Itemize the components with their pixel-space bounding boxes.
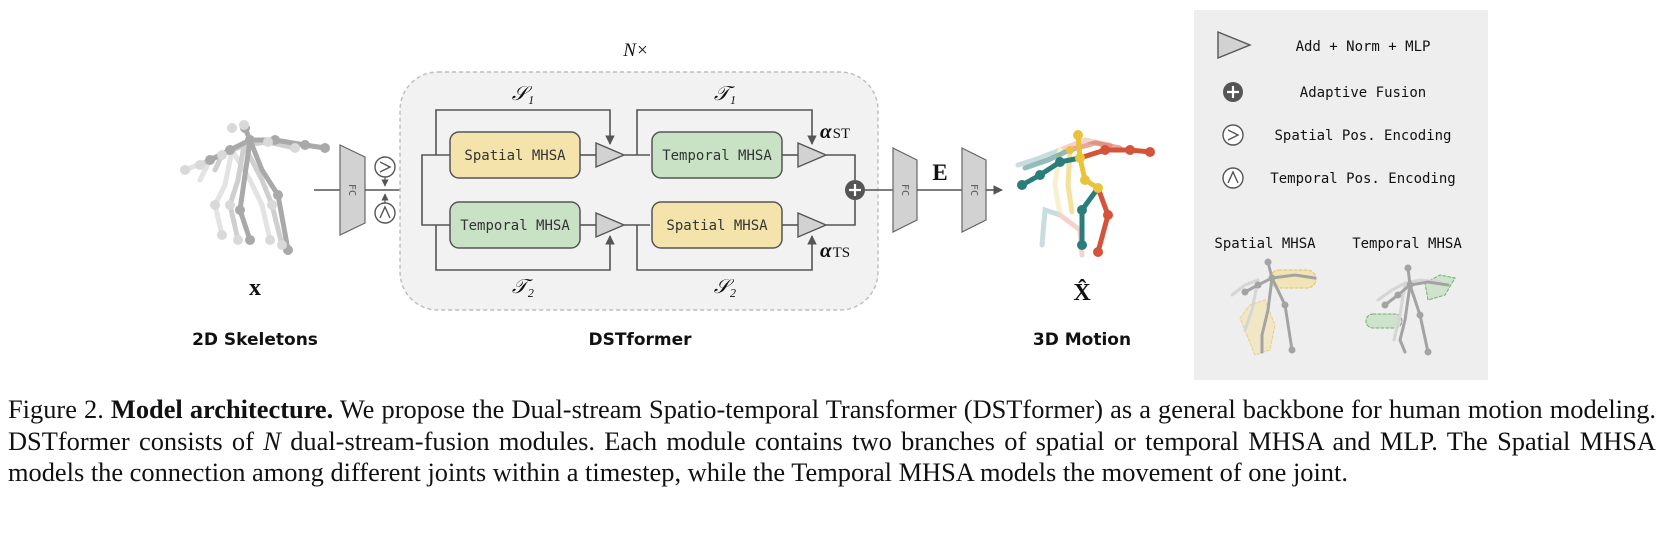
input-label: 2D Skeletons [192,330,318,350]
legend-item-temporal-pos: Temporal Pos. Encoding [1222,167,1456,189]
svg-text:Spatial Pos. Encoding: Spatial Pos. Encoding [1274,128,1451,144]
caption-n: N [263,425,281,456]
svg-text:FC: FC [899,184,910,196]
architecture-diagram: x 2D Skeletons FC N× [180,10,1488,380]
s1-label: 𝒮₁ [512,83,534,105]
svg-text:FC: FC [968,184,979,196]
legend-panel [1194,10,1488,380]
alpha-st-label: αST [820,119,850,143]
fc-output-block: FC [961,147,987,233]
svg-text:Adaptive Fusion: Adaptive Fusion [1300,85,1426,101]
stream1-mlp-b-triangle [797,141,828,169]
legend-item-add-norm-mlp: Add + Norm + MLP [1217,30,1431,60]
stream1-mlp-a-triangle [595,141,626,169]
stream1-spatial-mhsa-block [449,131,581,179]
figure-caption: Figure 2. Model architecture. We propose… [8,394,1656,489]
stream2-mlp-b-triangle [797,211,828,239]
branch-lines [421,109,856,271]
legend-item-spatial-pos: Spatial Pos. Encoding [1222,124,1452,146]
stream2-block-a-label: Temporal MHSA [460,218,570,234]
fc-input-block: FC [339,144,366,236]
svg-text:Temporal Pos. Encoding: Temporal Pos. Encoding [1270,171,1455,187]
stream1-block-b-label: Temporal MHSA [662,148,772,164]
spatial-mhsa-skeleton-figure [1230,258,1317,356]
output-label: 3D Motion [1033,330,1131,350]
legend-temporal-mhsa-label: Temporal MHSA [1352,236,1462,252]
dstformer-label: DSTformer [588,330,692,350]
input-symbol: x [249,275,261,301]
stream2-block-b-label: Spatial MHSA [666,218,768,234]
legend-spatial-mhsa-label: Spatial MHSA [1214,236,1316,252]
adaptive-fusion-icon [845,180,865,200]
stream2-temporal-mhsa-block [449,201,581,249]
stream1-temporal-mhsa-block [651,131,783,179]
caption-prefix: Figure 2. [8,394,111,424]
stream1-block-a-label: Spatial MHSA [464,148,566,164]
embedding-symbol: E [932,160,947,185]
input-skeleton-figure [180,120,330,255]
t1-label: 𝒯₁ [714,83,736,105]
s2-label: 𝒮₂ [714,276,736,298]
dstformer-panel [399,71,879,311]
output-skeleton-figure [1015,130,1155,258]
legend-item-adaptive-fusion: Adaptive Fusion [1223,82,1426,102]
fc-input-label: FC [346,184,357,196]
output-symbol: X̂ [1073,279,1091,306]
temporal-pos-icon [1222,167,1244,189]
plus-circle-icon [1223,82,1243,102]
stream2-spatial-mhsa-block [651,201,783,249]
caption-part2: dual-stream-fusion modules. Each module … [8,425,1656,488]
temporal-pos-encoding-icon [374,202,396,224]
caption-part1: We propose the Dual-stream Spatio-tempor… [8,394,1657,456]
svg-text:Add + Norm + MLP: Add + Norm + MLP [1296,39,1431,55]
t2-label: 𝒯₂ [512,276,534,298]
alpha-ts-label: αTS [820,238,850,262]
stream2-mlp-a-triangle [595,211,626,239]
triangle-icon [1217,30,1252,60]
caption-lead: Model architecture. [110,394,334,424]
temporal-mhsa-skeleton-figure [1365,264,1456,356]
spatial-pos-icon [1222,124,1244,146]
spatial-pos-encoding-icon [374,156,396,178]
fc-embed-block: FC [892,147,918,233]
repeat-label: N× [622,40,649,61]
